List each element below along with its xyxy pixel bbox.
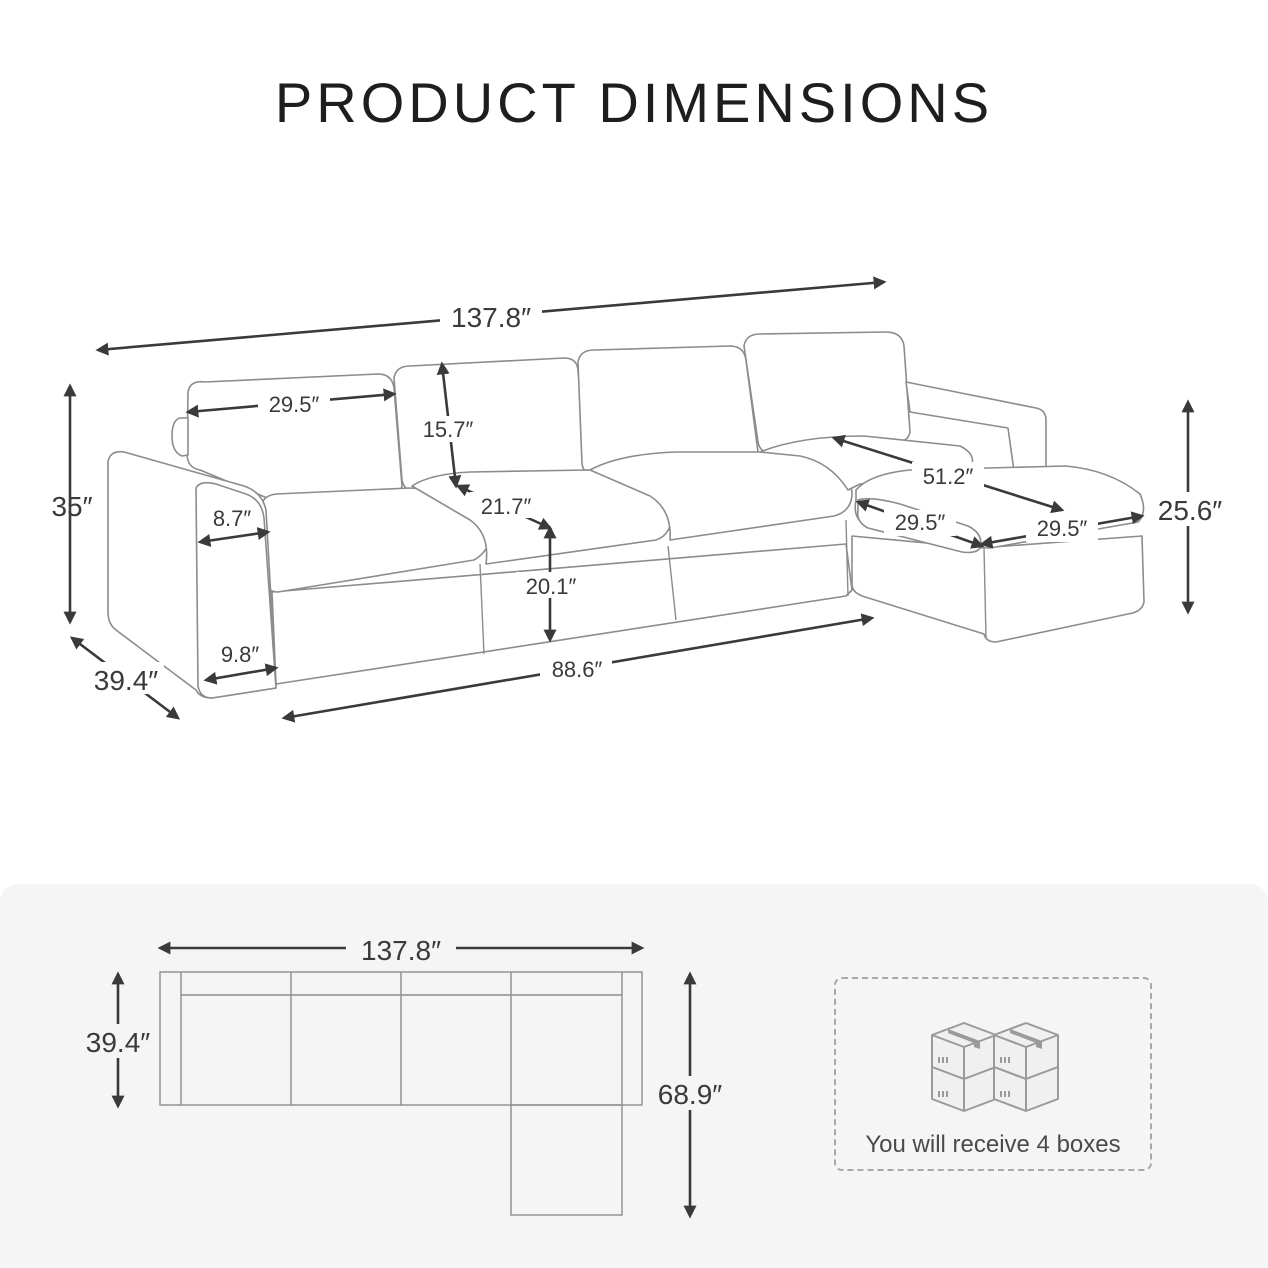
- plan-chaise-depth: 68.9″: [658, 1079, 722, 1110]
- dim-arm-top-width: 8.7″: [213, 506, 252, 531]
- dim-arm-bottom-width: 9.8″: [221, 642, 260, 667]
- plan-depth: 39.4″: [86, 1027, 150, 1058]
- package-note: You will receive 4 boxes: [865, 1131, 1121, 1158]
- package-info-card: You will receive 4 boxes: [834, 977, 1152, 1171]
- dim-backrest-width: 29.5″: [269, 392, 320, 417]
- armrest-pillow: [171, 417, 189, 457]
- plan-outline: [159, 971, 643, 1216]
- dim-seat-depth: 21.7″: [481, 494, 532, 519]
- page-title: PRODUCT DIMENSIONS: [274, 71, 994, 134]
- dim-chaise-cushion-length: 29.5″: [1037, 516, 1088, 541]
- dim-total-height: 35″: [51, 491, 92, 522]
- chaise-base: [851, 535, 1145, 643]
- plan-width: 137.8″: [361, 935, 441, 966]
- dim-total-depth: 39.4″: [94, 665, 158, 696]
- dim-backrest-height: 15.7″: [423, 417, 474, 442]
- sofa-drawing: 137.8″ 35″ 39.4″ 29.5″ 15.7″ 21.7″ 20.1″…: [51, 276, 1223, 723]
- dim-seat-height: 20.1″: [526, 574, 577, 599]
- dim-chaise-length: 51.2″: [923, 464, 974, 489]
- dim-chaise-width: 29.5″: [895, 510, 946, 535]
- dim-seat-total-width: 88.6″: [552, 657, 603, 682]
- dim-chaise-height: 25.6″: [1158, 495, 1222, 526]
- dim-total-width: 137.8″: [451, 302, 531, 333]
- boxes-icon: [931, 1022, 1059, 1112]
